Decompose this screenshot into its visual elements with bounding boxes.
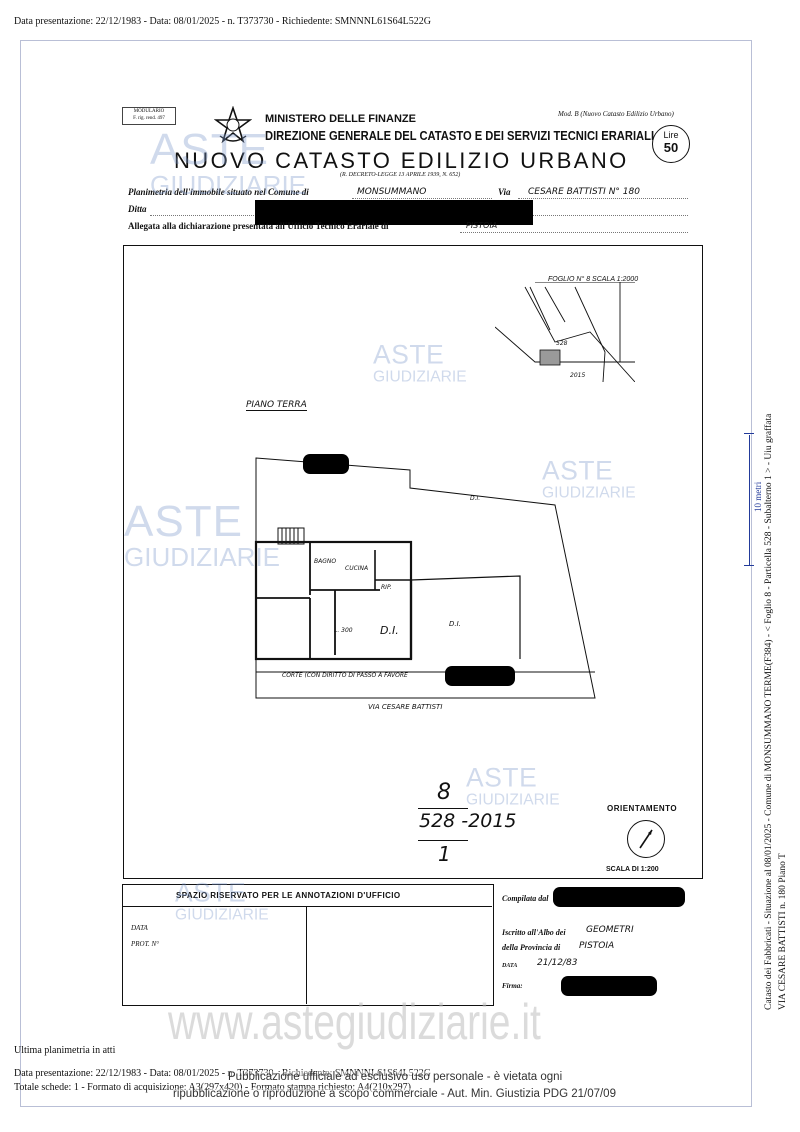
mod-b-label: Mod. B (Nuovo Catasto Edilizio Urbano) (558, 110, 674, 118)
watermark-aste: ASTE (542, 456, 614, 486)
ultima-planimetria: Ultima planimetria in atti (14, 1045, 116, 1056)
piano-label: PIANO TERRA (246, 400, 307, 411)
watermark-logo-1: ASTE GIUDIZIARIE (150, 125, 307, 200)
handwritten-foglio: 8 (437, 780, 451, 805)
drawing-frame (123, 245, 703, 879)
side-text-address: VIA CESARE BATTISTI n. 180 Piano T (778, 853, 788, 1010)
handwritten-sub: 1 (438, 842, 451, 866)
lire-stamp: Lire 50 (652, 125, 690, 163)
ditta-label: Ditta (128, 204, 147, 214)
compass-icon (627, 820, 665, 858)
compilata-label: Compilata dal (502, 894, 549, 903)
room-di-2: D.I. (449, 620, 461, 628)
lire-label: Lire (663, 130, 679, 140)
parcel-shading (539, 349, 561, 366)
redaction-plan-2 (445, 666, 515, 686)
lire-value: 50 (663, 140, 679, 155)
watermark-logo-3: ASTE GIUDIZIARIE (542, 458, 636, 500)
form-title: NUOVO CATASTO EDILIZIO URBANO (174, 148, 629, 173)
room-bagno: BAGNO (314, 558, 337, 565)
watermark-logo-2: ASTE GIUDIZIARIE (373, 342, 467, 384)
room-cucina: CUCINA (345, 565, 369, 572)
scale-bar (749, 435, 750, 565)
via-line (518, 198, 688, 199)
allegata-label: Allegata alla dichiarazione presentata a… (128, 221, 389, 231)
street-label: VIA CESARE BATTISTI (368, 703, 443, 711)
map-label-528: 528 (556, 340, 568, 347)
provincia-label: della Provincia di (502, 943, 561, 952)
room-di-1: D.I. (380, 624, 399, 637)
watermark-aste: ASTE (150, 125, 269, 174)
direzione-title: DIREZIONE GENERALE DEL CATASTO E DEI SER… (265, 128, 655, 143)
ministry-name: MINISTERO DELLE FINANZE (265, 113, 416, 125)
redaction-plan-1 (303, 454, 349, 474)
provincia-value: PISTOIA (579, 941, 615, 951)
scale-bar-tick-top (744, 433, 754, 434)
via-value: CESARE BATTISTI N° 180 (528, 187, 640, 197)
foglio-label: FOGLIO N° 8 SCALA 1:2000 (548, 276, 639, 283)
watermark-giudiziarie: GIUDIZIARIE (466, 790, 560, 809)
watermark-aste: ASTE (373, 340, 445, 370)
data-label: DATA (131, 924, 148, 932)
allegata-line (460, 232, 688, 233)
side-text-catasto: Catasto dei Fabbricati - Situazione al 0… (764, 413, 774, 1010)
room-rip: RIP. (381, 584, 392, 591)
ufficio-value: PISTOIA (466, 221, 498, 230)
redaction-ditta (255, 200, 533, 225)
map-label-2015: 2015 (570, 372, 586, 379)
watermark-aste: ASTE (175, 878, 247, 908)
modulario-box: MODULARIO F. rig. rend. 497 (122, 107, 176, 125)
comune-line (352, 198, 492, 199)
data2-label: DATA (502, 963, 518, 969)
scale-bar-label: 10 metri (753, 481, 763, 512)
planimetria-label: Planimetria dell'immobile situato nel Co… (128, 187, 309, 197)
room-di-3: D.I. (470, 495, 481, 502)
floor-plan (254, 457, 596, 699)
iscritto-label: Iscritto all'Albo dei (502, 928, 566, 937)
orientamento-label: ORIENTAMENTO (607, 804, 678, 813)
watermark-giudiziarie: GIUDIZIARIE (542, 483, 636, 502)
watermark-giudiziarie: GIUDIZIARIE (150, 170, 307, 200)
comune-value: MONSUMMANO (357, 187, 427, 197)
top-header: Data presentazione: 22/12/1983 - Data: 0… (14, 16, 431, 27)
site-watermark: www.astegiudiziarie.it (168, 994, 541, 1050)
handwritten-underline-1 (418, 808, 468, 809)
scale-bar-tick-bottom (744, 565, 754, 566)
albo-value: GEOMETRI (586, 925, 634, 935)
corte-label: CORTE (CON DIRITTO DI PASSO A FAVORE (282, 672, 408, 679)
redaction-firma (561, 976, 657, 996)
location-map (495, 282, 635, 382)
office-box-vdivider (306, 906, 307, 1004)
watermark-aste: ASTE (466, 763, 538, 793)
data2-value: 21/12/83 (537, 958, 578, 968)
watermark-giudiziarie: GIUDIZIARIE (175, 905, 269, 924)
modulario-code: F. rig. rend. 497 (133, 116, 165, 121)
footer-line-1: Data presentazione: 22/12/1983 - Data: 0… (14, 1068, 431, 1079)
handwritten-particella: 528 -2015 (419, 810, 517, 832)
spazio-label: SPAZIO RISERVATO PER LE ANNOTAZIONI D'UF… (176, 891, 401, 900)
redaction-compilata (553, 887, 685, 907)
office-box (122, 884, 494, 1006)
watermark-logo-6: ASTE GIUDIZIARIE (175, 880, 269, 922)
prot-label: PROT. N° (131, 940, 159, 948)
office-box-divider (122, 906, 492, 907)
modulario-label: MODULARIO (133, 109, 165, 114)
notice-line-2: ripubblicazione o riproduzione a scopo c… (173, 1088, 616, 1100)
scala-label: SCALA DI 1:200 (606, 866, 659, 873)
footer-line-2: Totale schede: 1 - Formato di acquisizio… (14, 1082, 411, 1093)
watermark-logo-5: ASTE GIUDIZIARIE (466, 765, 560, 807)
firma-label: Firma: (502, 982, 523, 990)
via-label: Via (498, 187, 511, 197)
watermark-logo-4: ASTE GIUDIZIARIE (124, 497, 281, 572)
notice-line-1: Pubblicazione ufficiale ad esclusivo uso… (228, 1071, 563, 1083)
watermark-giudiziarie: GIUDIZIARIE (124, 542, 281, 572)
room-l300: L. 300 (334, 627, 353, 634)
emblem-icon (213, 105, 253, 144)
watermark-aste: ASTE (124, 497, 243, 546)
watermark-giudiziarie: GIUDIZIARIE (373, 367, 467, 386)
page-frame (20, 40, 752, 1107)
handwritten-underline-2 (418, 840, 468, 841)
decree-note: (R. DECRETO-LEGGE 13 APRILE 1939, N. 652… (340, 172, 461, 178)
